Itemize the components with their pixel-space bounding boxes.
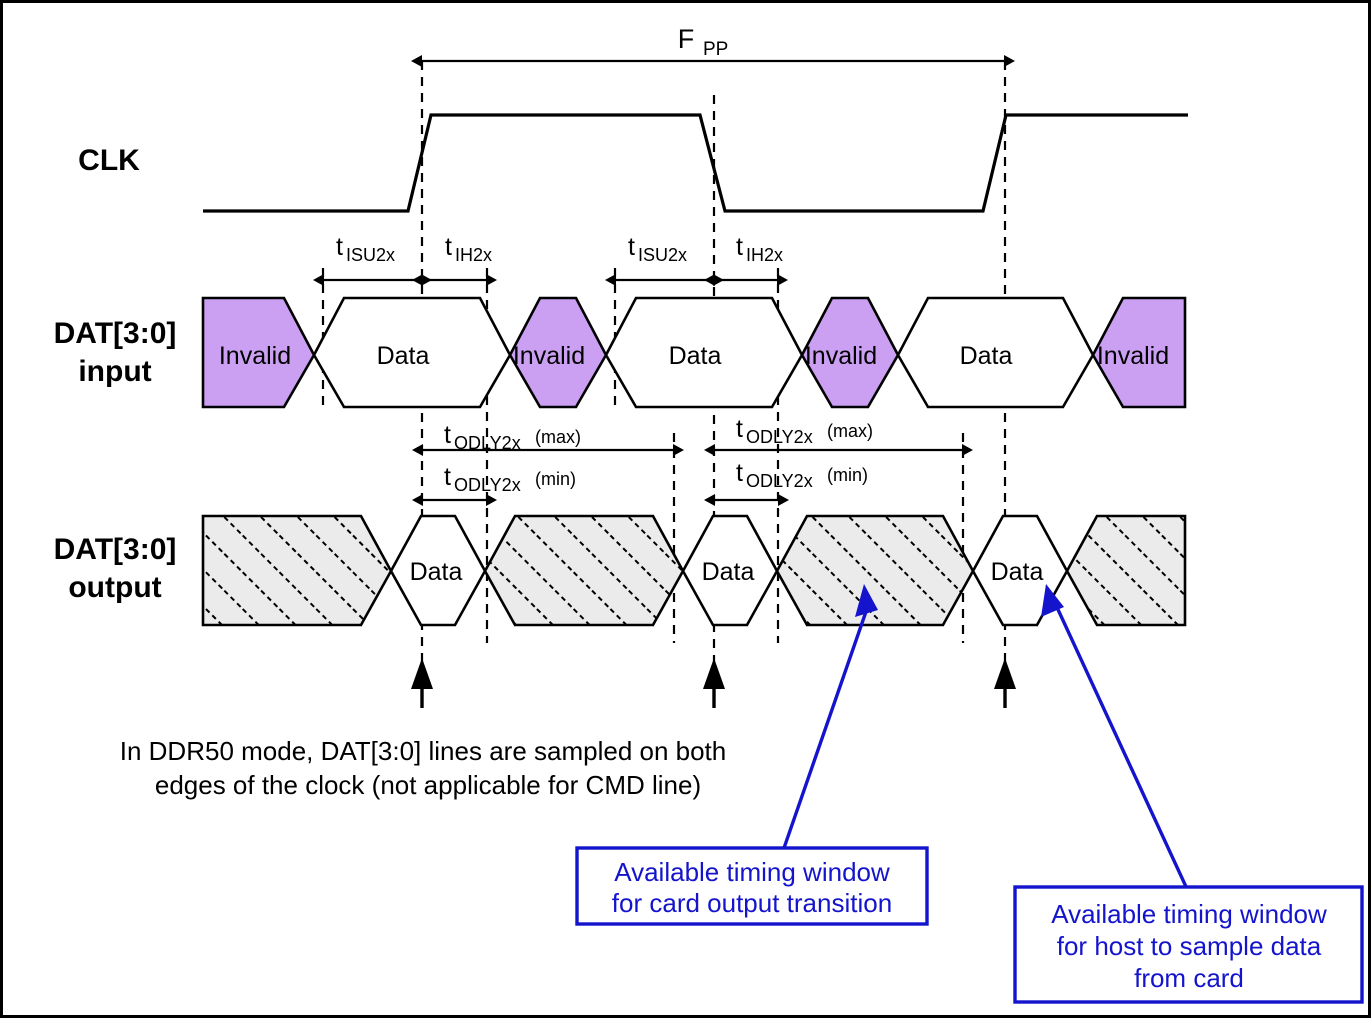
todly2x-min-2-suffix: (min): [827, 465, 868, 485]
dat-input-row: DAT[3:0] input Invalid Data Invalid Data…: [54, 296, 1187, 409]
callout-2-line-2: for host to sample data: [1057, 931, 1322, 961]
leader-line-card-output: [782, 602, 871, 849]
todly2x-max-1-main: t: [444, 421, 451, 449]
output-cell-label-1: Data: [410, 558, 463, 586]
output-cell-label-3: Data: [991, 558, 1044, 586]
input-cell-label-7: Invalid: [1097, 342, 1169, 370]
output-cell-label-2: Data: [702, 558, 755, 586]
input-cell-label-4: Data: [669, 342, 722, 370]
fpp-label-main: F: [678, 24, 695, 54]
clk-row-label: CLK: [78, 144, 140, 177]
todly2x-max-1-suffix: (max): [535, 427, 581, 447]
tih2x-2-sub: IH2x: [746, 245, 783, 265]
callout-host-sample-data[interactable]: Available timing window for host to samp…: [1013, 885, 1364, 1004]
callout-card-output-transition[interactable]: Available timing window for card output …: [575, 846, 929, 926]
tih2x-1-main: t: [445, 233, 452, 261]
todly2x-min-2-sub: ODLY2x: [746, 471, 813, 491]
dat-input-row-label-1: DAT[3:0]: [54, 317, 177, 350]
callout-2-line-3: from card: [1134, 963, 1244, 993]
mode-note-line-2: edges of the clock (not applicable for C…: [155, 770, 701, 800]
clk-waveform: [203, 113, 1188, 213]
clk-row: CLK: [78, 113, 1188, 213]
fpp-label-sub: PP: [703, 39, 728, 60]
tisu2x-2-sub: ISU2x: [638, 245, 687, 265]
todly2x-max-2-main: t: [736, 415, 743, 443]
ddr50-timing-diagram: F PP CLK t ISU2x t: [54, 24, 1364, 1004]
mode-note-line-1: In DDR50 mode, DAT[3:0] lines are sample…: [120, 736, 727, 766]
input-cell-label-5: Invalid: [805, 342, 877, 370]
tih2x-2-main: t: [736, 233, 743, 261]
tisu2x-1-sub: ISU2x: [346, 245, 395, 265]
callout-2-line-1: Available timing window: [1051, 899, 1327, 929]
callout-box-1[interactable]: [575, 846, 929, 926]
tisu2x-1-main: t: [336, 233, 343, 261]
input-cell-invalid-4: [1091, 296, 1187, 409]
callout-1-line-1: Available timing window: [614, 857, 890, 887]
todly2x-max-2-suffix: (max): [827, 421, 873, 441]
output-cell-hatched-2: [483, 514, 685, 627]
mode-note: In DDR50 mode, DAT[3:0] lines are sample…: [120, 736, 727, 800]
sample-arrow-2: [703, 658, 725, 708]
dat-output-row: DAT[3:0] output Data Data Data: [54, 514, 1187, 627]
callout-leaders: [782, 584, 1190, 892]
input-cell-label-6: Data: [960, 342, 1013, 370]
todly2x-min-1-main: t: [444, 463, 451, 491]
input-timing-dimensions: t ISU2x t IH2x t ISU2x t IH2x: [313, 233, 788, 286]
todly2x-max-2-sub: ODLY2x: [746, 427, 813, 447]
callout-box-2[interactable]: [1013, 885, 1364, 1004]
output-delay-dimensions: t ODLY2x (max) t ODLY2x (min) t ODLY2x (…: [412, 415, 973, 506]
input-cell-label-3: Invalid: [513, 342, 585, 370]
dat-output-row-label-1: DAT[3:0]: [54, 533, 177, 566]
input-cell-label-2: Data: [377, 342, 430, 370]
tih2x-1-sub: IH2x: [455, 245, 492, 265]
todly2x-min-2-main: t: [736, 459, 743, 487]
leader-line-host-sample: [1053, 602, 1190, 892]
sample-arrow-3: [994, 658, 1016, 708]
leader-arrowhead-host-sample: [1041, 584, 1064, 617]
sample-point-arrows: [411, 658, 1016, 708]
input-cell-label-1: Invalid: [219, 342, 291, 370]
todly2x-min-1-sub: ODLY2x: [454, 475, 521, 495]
output-cell-hatched-4: [1065, 514, 1187, 627]
callout-1-line-2: for card output transition: [612, 888, 892, 918]
input-cell-invalid-1: [201, 296, 316, 409]
leader-arrowhead-card-output: [855, 584, 878, 617]
output-cell-hatched-1: [201, 514, 393, 627]
fpp-dimension: F PP: [411, 24, 1015, 67]
tisu2x-2-main: t: [628, 233, 635, 261]
dat-output-row-label-2: output: [68, 571, 161, 604]
dat-input-row-label-2: input: [78, 355, 151, 388]
sample-arrow-1: [411, 658, 433, 708]
todly2x-min-1-suffix: (min): [535, 469, 576, 489]
